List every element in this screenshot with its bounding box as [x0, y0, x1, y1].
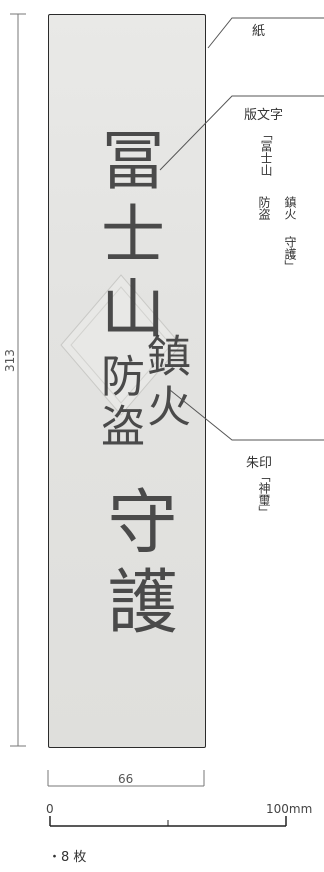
seal-leader: [169, 389, 324, 441]
talisman-left-column: 防盗: [93, 353, 144, 453]
paper-leader: [207, 17, 324, 49]
seal-diamond: [60, 274, 182, 416]
print-text-col4: 守護」: [283, 236, 297, 272]
print-text-col1: 「冨士山: [259, 128, 273, 176]
talisman-paper: 冨士山 鎮火 防盗 守護: [48, 14, 206, 748]
paper-label: 紙: [252, 24, 266, 39]
talisman-main-text: 冨士山: [90, 127, 164, 349]
height-dimension-label: 313: [3, 349, 17, 372]
talisman-right-column: 鎮火: [139, 333, 190, 433]
print-text-label: 版文字: [244, 108, 284, 123]
seal-text: 「神璽」: [257, 470, 271, 518]
scale-end-label: 100mm: [266, 802, 313, 816]
print-text-leader: [159, 95, 324, 171]
print-text-col3: 防盗: [257, 196, 271, 220]
scale-start-label: 0: [46, 802, 54, 816]
paper-texture: [60, 274, 182, 416]
seal-diamond-inner: [70, 286, 172, 404]
talisman-bottom-text: 守護: [96, 485, 178, 645]
seal-label: 朱印: [246, 456, 273, 471]
width-dimension-label: 66: [118, 772, 134, 786]
print-text-col2: 鎮火: [283, 196, 297, 220]
item-count: ・8 枚: [48, 850, 87, 865]
